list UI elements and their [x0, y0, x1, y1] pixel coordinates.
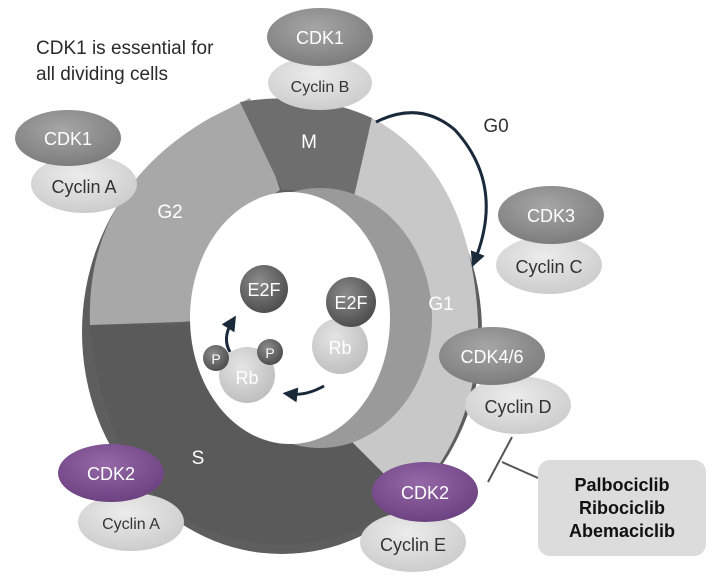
rb-right-label: Rb	[328, 338, 351, 358]
phase-label-g1: G1	[428, 294, 453, 315]
cdk-oval	[498, 186, 604, 244]
cdk-label: CDK3	[527, 206, 575, 226]
note-line-1: CDK1 is essential for	[36, 38, 214, 59]
cyclin-label: Cyclin D	[484, 397, 551, 417]
phase-label-m: M	[301, 132, 317, 153]
phosphate-1-label: P	[211, 351, 220, 367]
complex-cyclin-b-cdk1: Cyclin B CDK1	[267, 8, 373, 110]
phase-label-g2: G2	[157, 202, 182, 223]
cdk-label: CDK2	[401, 483, 449, 503]
complex-cyclin-a-cdk1: Cyclin A CDK1	[15, 110, 137, 213]
phase-label-s: S	[192, 448, 205, 469]
cyclin-label: Cyclin E	[380, 535, 446, 555]
rb-right-circle	[312, 318, 368, 374]
pathway-arrow-up	[221, 315, 236, 353]
cdk-oval	[267, 8, 373, 66]
phosphate-2-label: P	[265, 345, 274, 361]
cyclin-label: Cyclin A	[102, 516, 160, 533]
pathway-arrow-left	[282, 384, 325, 403]
phosphate-2-circle	[257, 339, 283, 365]
cdk-label: CDK4/6	[460, 347, 523, 367]
e2f-left-label: E2F	[247, 280, 280, 300]
cyclin-oval	[268, 56, 372, 110]
complex-cyclin-d-cdk46: Cyclin D CDK4/6	[439, 327, 571, 434]
phase-label-g0: G0	[483, 116, 508, 137]
cyclin-oval	[360, 512, 466, 572]
drug-name: Ribociclib	[578, 497, 665, 518]
cdk-label: CDK2	[87, 464, 135, 484]
e2f-left-circle	[240, 265, 288, 313]
cyclin-oval	[78, 493, 184, 551]
cdk1-note: CDK1 is essential for all dividing cells	[36, 36, 276, 88]
center-pathway: E2F Rb E2F Rb P P	[203, 265, 376, 403]
complex-cyclin-a-cdk2: Cyclin A CDK2	[58, 444, 184, 551]
ring-segment-g2	[89, 98, 280, 325]
inhibitor-connector	[487, 436, 539, 483]
cyclin-oval	[496, 236, 602, 294]
rb-left-label: Rb	[235, 368, 258, 388]
cyclin-oval	[465, 376, 571, 434]
cdk-oval	[58, 444, 164, 502]
cdk-label: CDK1	[44, 129, 92, 149]
drug-name: Abemaciclib	[568, 520, 676, 541]
phosphate-1-circle	[203, 345, 229, 371]
e2f-right-circle	[326, 277, 376, 327]
e2f-right-label: E2F	[334, 293, 367, 313]
complex-cyclin-c-cdk3: Cyclin C CDK3	[496, 186, 604, 294]
cyclin-label: Cyclin A	[51, 177, 116, 197]
note-line-2: all dividing cells	[36, 64, 169, 85]
ring-segment-m	[240, 98, 372, 205]
cyclin-oval	[31, 155, 137, 213]
cdk-label: CDK1	[296, 28, 344, 48]
drug-name: Palbociclib	[574, 474, 670, 495]
complex-cyclin-e-cdk2: Cyclin E CDK2	[360, 462, 478, 572]
ring-segment-s	[90, 325, 410, 545]
g0-arrow	[375, 111, 488, 267]
cdk-oval	[372, 462, 478, 522]
cdk-oval	[439, 327, 545, 385]
cyclin-label: Cyclin B	[291, 79, 350, 96]
cdk46-inhibitor-box: Palbociclib Ribociclib Abemaciclib	[538, 460, 706, 556]
cdk-oval	[15, 110, 121, 166]
cyclin-label: Cyclin C	[515, 257, 582, 277]
